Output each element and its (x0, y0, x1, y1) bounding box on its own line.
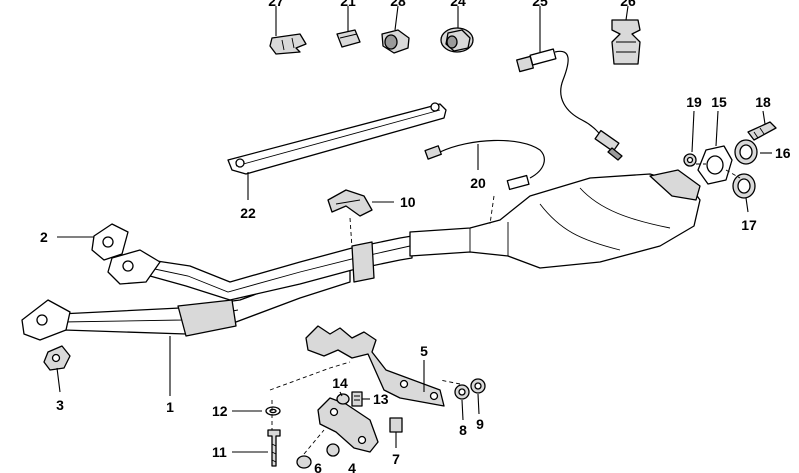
part-ring-17 (732, 173, 756, 199)
callout-7: 7 (392, 451, 400, 467)
part-nut-28 (381, 29, 410, 54)
callout-18: 18 (755, 94, 771, 110)
callout-6: 6 (314, 460, 322, 473)
part-clamp-10 (327, 189, 373, 217)
part-oxygen-sensor-25 (516, 48, 623, 161)
part-nut-14 (336, 393, 350, 405)
callout-28: 28 (390, 0, 406, 9)
callout-8: 8 (459, 422, 467, 438)
part-nut-3 (43, 345, 71, 371)
callout-14: 14 (332, 375, 348, 391)
part-bolt-7 (389, 417, 403, 433)
part-bolt-11 (267, 429, 281, 467)
callout-4: 4 (348, 460, 356, 473)
part-nut-6b (326, 443, 340, 457)
callout-16: 16 (775, 145, 791, 161)
assembly-lines (269, 163, 741, 455)
part-nut-19 (683, 153, 697, 167)
callout-12: 12 (212, 403, 228, 419)
callout-26: 26 (620, 0, 636, 9)
part-front-pipe-1 (21, 235, 413, 341)
part-bolt-13 (351, 391, 363, 407)
part-flange-gasket-2 (91, 223, 129, 261)
part-heat-shield-22 (227, 102, 447, 175)
callout-13: 13 (373, 391, 389, 407)
part-grommet-21 (336, 29, 361, 48)
callout-25: 25 (532, 0, 548, 9)
callout-labels: 27 21 28 24 25 26 22 20 10 2 3 1 5 8 9 1… (40, 0, 791, 473)
callout-5: 5 (420, 343, 428, 359)
leader-lines (56, 5, 772, 453)
callout-20: 20 (470, 175, 486, 191)
callout-15: 15 (711, 94, 727, 110)
callout-2: 2 (40, 229, 48, 245)
part-oxygen-sensor-20 (424, 139, 545, 191)
part-nut-9 (470, 378, 486, 394)
part-bracket-4 (317, 397, 379, 453)
part-nut-8 (454, 384, 470, 400)
callout-21: 21 (340, 0, 356, 9)
part-bolt-6 (296, 455, 312, 469)
part-catalytic-converter (409, 169, 701, 269)
callout-3: 3 (56, 397, 64, 413)
part-flange-15 (697, 145, 733, 185)
part-ring-16 (734, 139, 758, 165)
part-bracket-5 (305, 325, 445, 407)
callout-22: 22 (240, 205, 256, 221)
callout-24: 24 (450, 0, 466, 9)
callout-17: 17 (741, 217, 757, 233)
callout-10: 10 (400, 194, 416, 210)
part-bolt-18 (747, 121, 777, 141)
callout-9: 9 (476, 416, 484, 432)
callout-19: 19 (686, 94, 702, 110)
callout-1: 1 (166, 399, 174, 415)
part-clip-27 (269, 33, 307, 55)
part-nut-24 (440, 27, 474, 53)
callout-11: 11 (212, 444, 227, 460)
callout-27: 27 (268, 0, 284, 9)
part-washer-12 (265, 406, 281, 416)
part-holder-26 (611, 19, 641, 65)
